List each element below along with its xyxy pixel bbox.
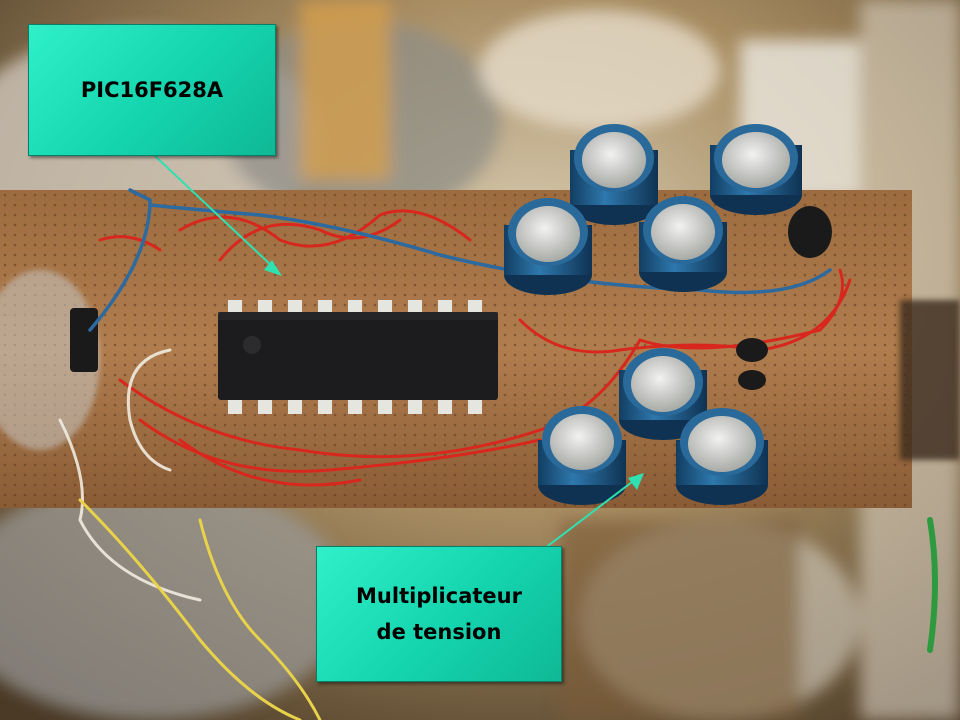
callout-arrow-multiplier [544,473,644,549]
capacitors-bottom [538,348,768,505]
chip-label-text: PIC16F628A [80,78,224,102]
blue-wire [88,188,832,332]
callout-multiplier-label: Multiplicateur de tension [316,546,562,682]
multiplier-label-line1: Multiplicateur [356,584,522,608]
capacitors-top [504,124,802,295]
callout-arrow-chip [154,155,282,276]
multiplier-label-line2: de tension [376,620,502,644]
ic-chip [218,300,498,414]
callout-chip-label: PIC16F628A [28,24,276,156]
